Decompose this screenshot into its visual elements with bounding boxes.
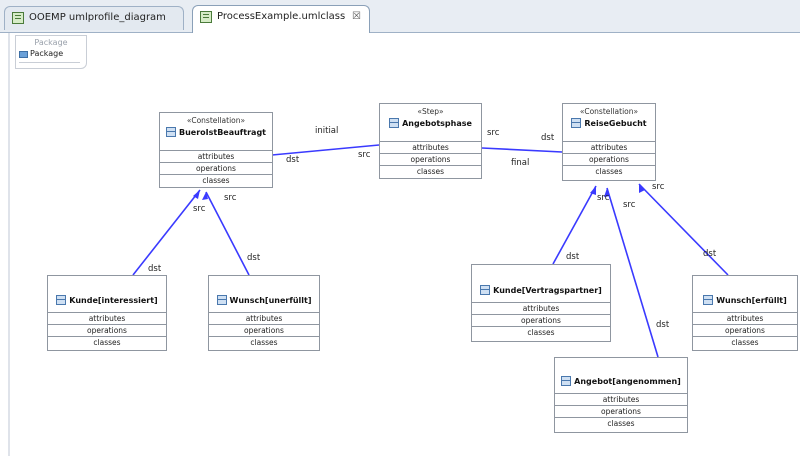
edge-label-src: src (224, 193, 237, 203)
package-folder-icon (19, 51, 28, 58)
edge-label-src: src (652, 182, 665, 192)
class-name: Angebotsphase (402, 118, 472, 128)
diagram-file-icon (200, 11, 212, 23)
edge-reise-angebot-ang[interactable] (606, 187, 659, 358)
tab-label: ProcessExample.umlclass (217, 11, 346, 22)
class-reisegebucht[interactable]: «Constellation» ReiseGebucht attributes … (562, 103, 656, 181)
class-wunsch-unerfuellt[interactable]: Wunsch[unerfüllt] attributes operations … (208, 275, 320, 351)
classes-compartment[interactable]: classes (555, 417, 687, 429)
edge-angebot-reise[interactable] (481, 147, 563, 153)
class-icon (480, 285, 491, 295)
attributes-compartment[interactable]: attributes (555, 393, 687, 405)
class-icon (571, 118, 582, 128)
edge-buero-angebot[interactable] (271, 144, 380, 156)
edge-label-dst: dst (148, 264, 162, 274)
class-name: Kunde[Vertragspartner] (493, 285, 602, 295)
edge-label-src: src (487, 128, 500, 138)
tab-label: OOEMP umlprofile_diagram (29, 12, 166, 23)
class-name: Wunsch[erfüllt] (716, 295, 787, 305)
stereotype-label: «Step» (417, 107, 444, 116)
canvas-ruler (8, 33, 10, 456)
class-name: BueroIstBeauftragt (178, 127, 267, 137)
edge-label-dst: dst (541, 133, 555, 143)
classes-compartment[interactable]: classes (563, 165, 655, 177)
class-name: Kunde[interessiert] (69, 295, 158, 305)
class-angebotsphase[interactable]: «Step» Angebotsphase attributes operatio… (379, 103, 482, 179)
class-icon (56, 295, 67, 305)
attributes-compartment[interactable]: attributes (472, 302, 610, 314)
operations-compartment[interactable]: operations (380, 153, 481, 165)
class-icon (561, 376, 572, 386)
edge-label-dst: dst (656, 320, 670, 330)
tab-processexample-umlclass[interactable]: ProcessExample.umlclass ☒ (192, 5, 370, 33)
edge-label-src: src (193, 204, 206, 214)
edge-label-dst: dst (703, 249, 717, 259)
class-kunde-interessiert[interactable]: Kunde[interessiert] attributes operation… (47, 275, 167, 351)
diagram-file-icon (12, 12, 24, 24)
tab-ooemp-umlprofile-diagram[interactable]: OOEMP umlprofile_diagram (4, 6, 184, 30)
attributes-compartment[interactable]: attributes (380, 141, 481, 153)
edge-buero-wunsch-unerf[interactable] (205, 191, 250, 276)
classes-compartment[interactable]: classes (48, 336, 166, 348)
edge-label-dst: dst (247, 253, 261, 263)
attributes-compartment[interactable]: attributes (693, 312, 797, 324)
operations-compartment[interactable]: operations (209, 324, 319, 336)
attributes-compartment[interactable]: attributes (209, 312, 319, 324)
edge-label-dst: dst (286, 155, 300, 165)
class-kunde-vertragspartner[interactable]: Kunde[Vertragspartner] attributes operat… (471, 264, 611, 342)
class-name: Angebot[angenommen] (574, 376, 681, 386)
classes-compartment[interactable]: classes (693, 336, 797, 348)
edge-label-src: src (623, 200, 636, 210)
classes-compartment[interactable]: classes (472, 326, 610, 338)
class-icon (216, 295, 227, 305)
package-tile-title: Package (34, 38, 68, 47)
operations-compartment[interactable]: operations (555, 405, 687, 417)
classes-compartment[interactable]: classes (380, 165, 481, 177)
arrowhead (604, 188, 610, 197)
stereotype-label: «Constellation» (579, 107, 639, 116)
edge-label-src: src (358, 150, 371, 160)
close-tab-icon[interactable]: ☒ (352, 11, 361, 22)
operations-compartment[interactable]: operations (160, 162, 272, 174)
classes-compartment[interactable]: classes (160, 174, 272, 186)
classes-compartment[interactable]: classes (209, 336, 319, 348)
operations-compartment[interactable]: operations (693, 324, 797, 336)
package-palette-tile[interactable]: Package Package (15, 35, 87, 69)
attributes-compartment[interactable]: attributes (563, 141, 655, 153)
operations-compartment[interactable]: operations (563, 153, 655, 165)
class-wunsch-erfuellt[interactable]: Wunsch[erfüllt] attributes operations cl… (692, 275, 798, 351)
edge-buero-kunde-int[interactable] (132, 189, 201, 276)
edge-label-src: src (597, 193, 610, 203)
arrowhead (639, 184, 645, 193)
editor-tab-bar: OOEMP umlprofile_diagram ProcessExample.… (0, 0, 800, 33)
package-tile-label: Package (30, 49, 64, 58)
edge-label-final: final (511, 158, 530, 168)
class-bueroistbeauftragt[interactable]: «Constellation» BueroIstBeauftragt attri… (159, 112, 273, 188)
class-angebot-angenommen[interactable]: Angebot[angenommen] attributes operation… (554, 357, 688, 433)
edge-label-initial: initial (315, 126, 339, 136)
package-tile-divider (19, 62, 80, 63)
arrowhead (202, 192, 208, 200)
arrowhead (193, 190, 200, 199)
operations-compartment[interactable]: operations (472, 314, 610, 326)
attributes-compartment[interactable]: attributes (160, 150, 272, 162)
operations-compartment[interactable]: operations (48, 324, 166, 336)
arrowhead (590, 186, 596, 195)
edge-reise-wunsch-erf[interactable] (638, 183, 729, 276)
attributes-compartment[interactable]: attributes (48, 312, 166, 324)
class-name: Wunsch[unerfüllt] (229, 295, 312, 305)
class-icon (165, 127, 176, 137)
edge-label-dst: dst (566, 252, 580, 262)
class-icon (389, 118, 400, 128)
class-icon (703, 295, 714, 305)
stereotype-label: «Constellation» (186, 116, 246, 125)
class-name: ReiseGebucht (584, 118, 647, 128)
edge-reise-kunde-vert[interactable] (552, 185, 597, 265)
